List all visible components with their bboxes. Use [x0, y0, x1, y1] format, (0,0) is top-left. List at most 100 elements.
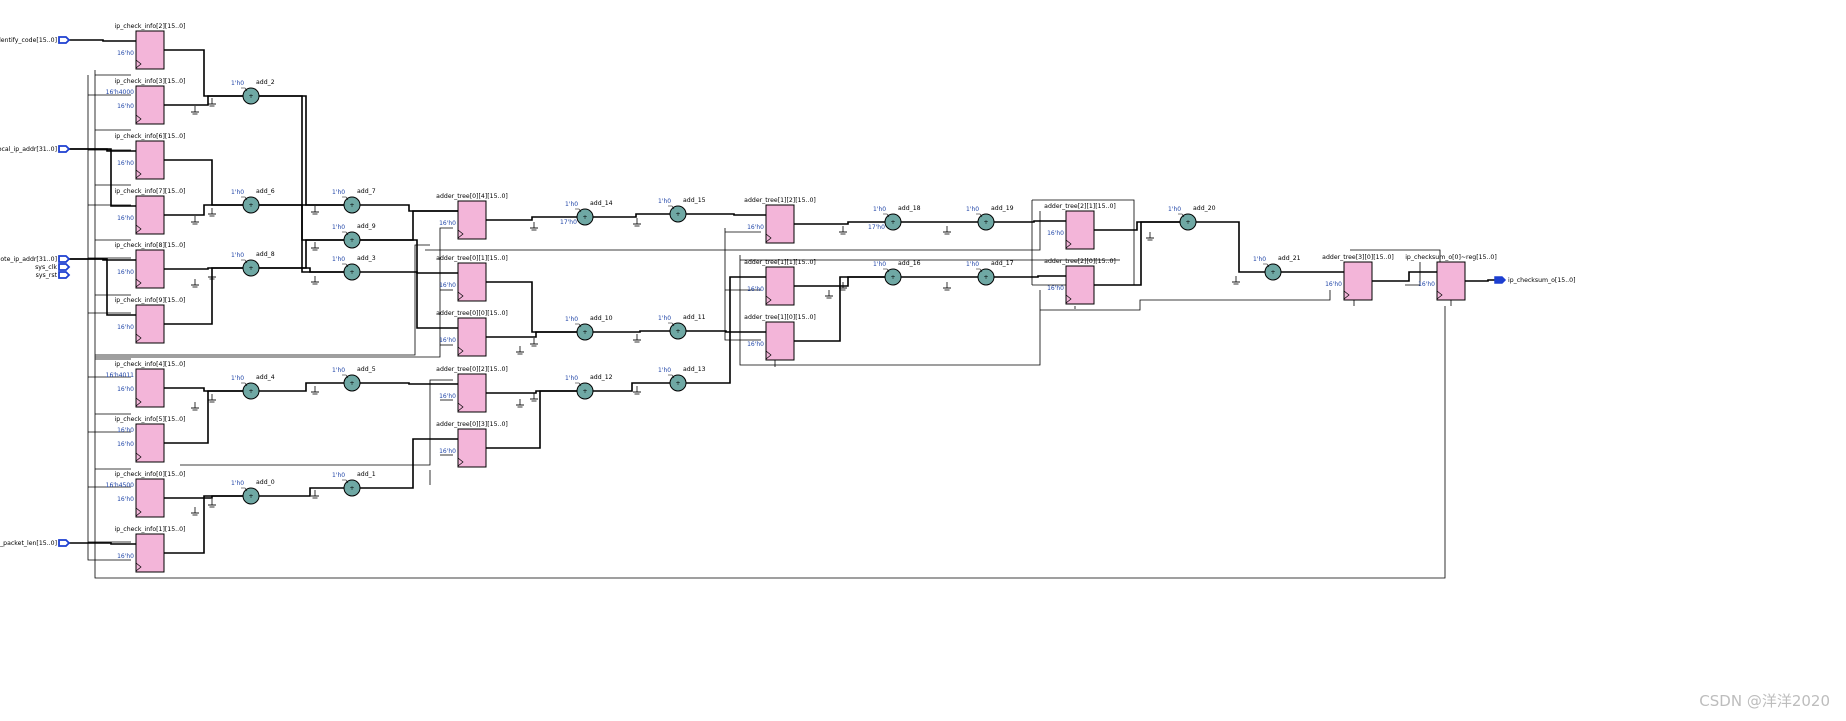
ground-icon — [943, 282, 951, 291]
adder-a2[interactable]: + — [241, 87, 260, 105]
register-r_t12[interactable] — [765, 204, 795, 244]
adder-a1[interactable]: + — [342, 479, 361, 497]
register-r_t30[interactable] — [1343, 261, 1373, 301]
constant-label: 16'h0 — [439, 337, 456, 344]
carry-pin-icon — [883, 213, 890, 218]
adder-a6[interactable]: + — [241, 196, 260, 214]
adder-a4[interactable]: + — [241, 382, 260, 400]
input-port-p_len[interactable] — [58, 539, 71, 547]
adder-a0[interactable]: + — [241, 487, 260, 505]
register-r_t00[interactable] — [457, 317, 487, 357]
register-r_t03[interactable] — [457, 428, 487, 468]
adder-a5[interactable]: + — [342, 374, 361, 392]
constant-label: 16'h0 — [117, 427, 134, 434]
data-net — [360, 204, 458, 212]
adder-label: add_3 — [357, 255, 376, 262]
data-net — [794, 276, 885, 342]
constant-label: 16'h0 — [439, 393, 456, 400]
clock-pin-icon — [135, 562, 142, 572]
register-r_i5[interactable] — [135, 423, 165, 463]
register-r_i4[interactable] — [135, 368, 165, 408]
adder-a8[interactable]: + — [241, 259, 260, 277]
adder-a16[interactable]: + — [883, 268, 902, 286]
register-r_t02[interactable] — [457, 373, 487, 413]
data-net — [164, 49, 243, 97]
constant-label: 1'h0 — [231, 375, 244, 382]
ground-icon — [208, 499, 216, 508]
register-r_t10[interactable] — [765, 321, 795, 361]
input-port-p_local[interactable] — [58, 145, 71, 153]
plus-icon: + — [890, 219, 895, 226]
adder-a21[interactable]: + — [1263, 263, 1282, 281]
constant-label: 16'h0 — [117, 324, 134, 331]
data-net — [593, 382, 670, 392]
adder-label: add_7 — [357, 188, 376, 195]
carry-pin-icon — [241, 487, 248, 492]
data-net — [164, 204, 243, 216]
input-port-p_clk[interactable] — [58, 263, 71, 271]
adder-a7[interactable]: + — [342, 196, 361, 214]
output-port-p_out[interactable] — [1494, 276, 1507, 284]
constant-label: 1'h0 — [231, 480, 244, 487]
input-port-p_identify[interactable] — [58, 36, 71, 44]
carry-pin-icon — [668, 322, 675, 327]
register-r_i9[interactable] — [135, 304, 165, 344]
adder-a15[interactable]: + — [668, 205, 687, 223]
input-port-p_rst[interactable] — [58, 271, 71, 279]
register-r_i1[interactable] — [135, 533, 165, 573]
register-r_t01[interactable] — [457, 262, 487, 302]
constant-label: 1'h0 — [873, 206, 886, 213]
plus-icon: + — [890, 274, 895, 281]
input-port-p_remote[interactable] — [58, 255, 71, 263]
constant-label: 1'h0 — [966, 206, 979, 213]
control-net — [1040, 290, 1331, 311]
plus-icon: + — [349, 269, 354, 276]
register-label: adder_tree[1][0][15..0] — [744, 314, 816, 321]
register-label: adder_tree[2][1][15..0] — [1044, 203, 1116, 210]
data-net — [994, 275, 1066, 278]
adder-a14[interactable]: + — [575, 208, 594, 226]
register-r_i8[interactable] — [135, 249, 165, 289]
adder-a10[interactable]: + — [575, 323, 594, 341]
adder-label: add_10 — [590, 315, 613, 322]
data-net — [794, 221, 885, 225]
adder-label: add_15 — [683, 197, 706, 204]
adder-a18[interactable]: + — [883, 213, 902, 231]
register-label: adder_tree[0][4][15..0] — [436, 193, 508, 200]
adder-a12[interactable]: + — [575, 382, 594, 400]
register-r_t20[interactable] — [1065, 265, 1095, 305]
ground-icon — [191, 279, 199, 288]
register-r_i2[interactable] — [135, 30, 165, 70]
adder-a13[interactable]: + — [668, 374, 687, 392]
data-net — [486, 331, 577, 338]
data-net — [1094, 221, 1180, 231]
ground-icon — [311, 242, 319, 251]
adder-a3[interactable]: + — [342, 263, 361, 281]
register-r_t21[interactable] — [1065, 210, 1095, 250]
register-label: ip_check_info[5][15..0] — [115, 416, 186, 423]
data-net — [69, 542, 136, 545]
adder-a17[interactable]: + — [976, 268, 995, 286]
register-r_out[interactable] — [1436, 261, 1466, 301]
data-net — [259, 382, 344, 392]
data-net — [486, 281, 577, 333]
adder-a19[interactable]: + — [976, 213, 995, 231]
adder-a9[interactable]: + — [342, 231, 361, 249]
register-r_i7[interactable] — [135, 195, 165, 235]
adder-a11[interactable]: + — [668, 322, 687, 340]
ground-icon — [311, 276, 319, 285]
plus-icon: + — [983, 219, 988, 226]
register-r_t04[interactable] — [457, 200, 487, 240]
data-net — [486, 390, 577, 449]
register-r_t11[interactable] — [765, 266, 795, 306]
register-label: adder_tree[0][0][15..0] — [436, 310, 508, 317]
ground-icon — [191, 402, 199, 411]
register-r_i0[interactable] — [135, 478, 165, 518]
register-r_i6[interactable] — [135, 140, 165, 180]
port-label: ip_checksum_o[15..0] — [1508, 277, 1575, 284]
register-r_i3[interactable] — [135, 85, 165, 125]
ground-icon — [943, 226, 951, 235]
adder-a20[interactable]: + — [1178, 213, 1197, 231]
constant-label: 16'h0 — [117, 386, 134, 393]
data-net — [259, 487, 344, 497]
